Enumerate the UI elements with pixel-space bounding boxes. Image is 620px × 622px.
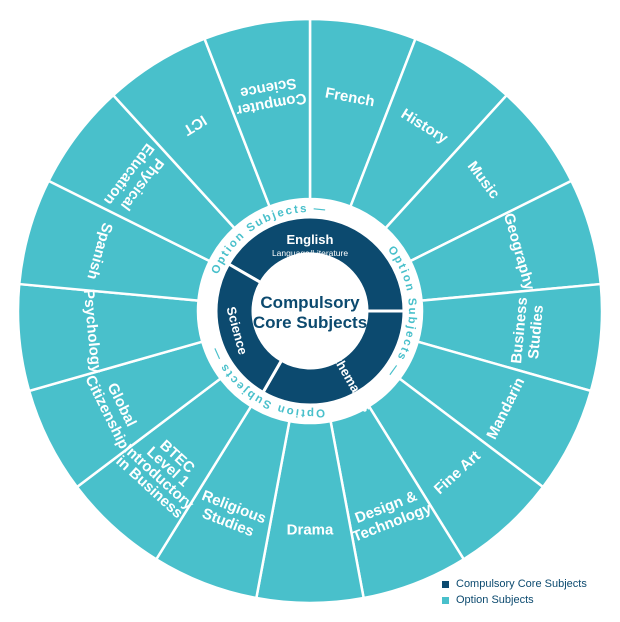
label-business-studies: BusinessStudies bbox=[508, 296, 548, 366]
legend-swatch-option bbox=[442, 596, 449, 604]
label-drama: Drama bbox=[287, 521, 334, 538]
hub-title-line-2: Core Subjects bbox=[253, 313, 367, 332]
label-computer-science: ComputerScience bbox=[232, 73, 308, 119]
legend-label-core: Compulsory Core Subjects bbox=[456, 578, 587, 590]
legend-item-option: Option Subjects bbox=[442, 592, 587, 608]
hub-circle bbox=[253, 254, 367, 368]
legend: Compulsory Core Subjects Option Subjects bbox=[442, 576, 587, 608]
option-segments bbox=[16, 17, 604, 605]
legend-swatch-core bbox=[442, 580, 449, 588]
core-segments bbox=[214, 215, 406, 407]
legend-item-core: Compulsory Core Subjects bbox=[442, 576, 587, 592]
hub-title-line-1: Compulsory bbox=[260, 293, 360, 312]
core-label-english: English bbox=[287, 232, 334, 247]
core-sublabel-english: Language/Literature bbox=[272, 248, 348, 258]
legend-label-option: Option Subjects bbox=[456, 594, 534, 606]
